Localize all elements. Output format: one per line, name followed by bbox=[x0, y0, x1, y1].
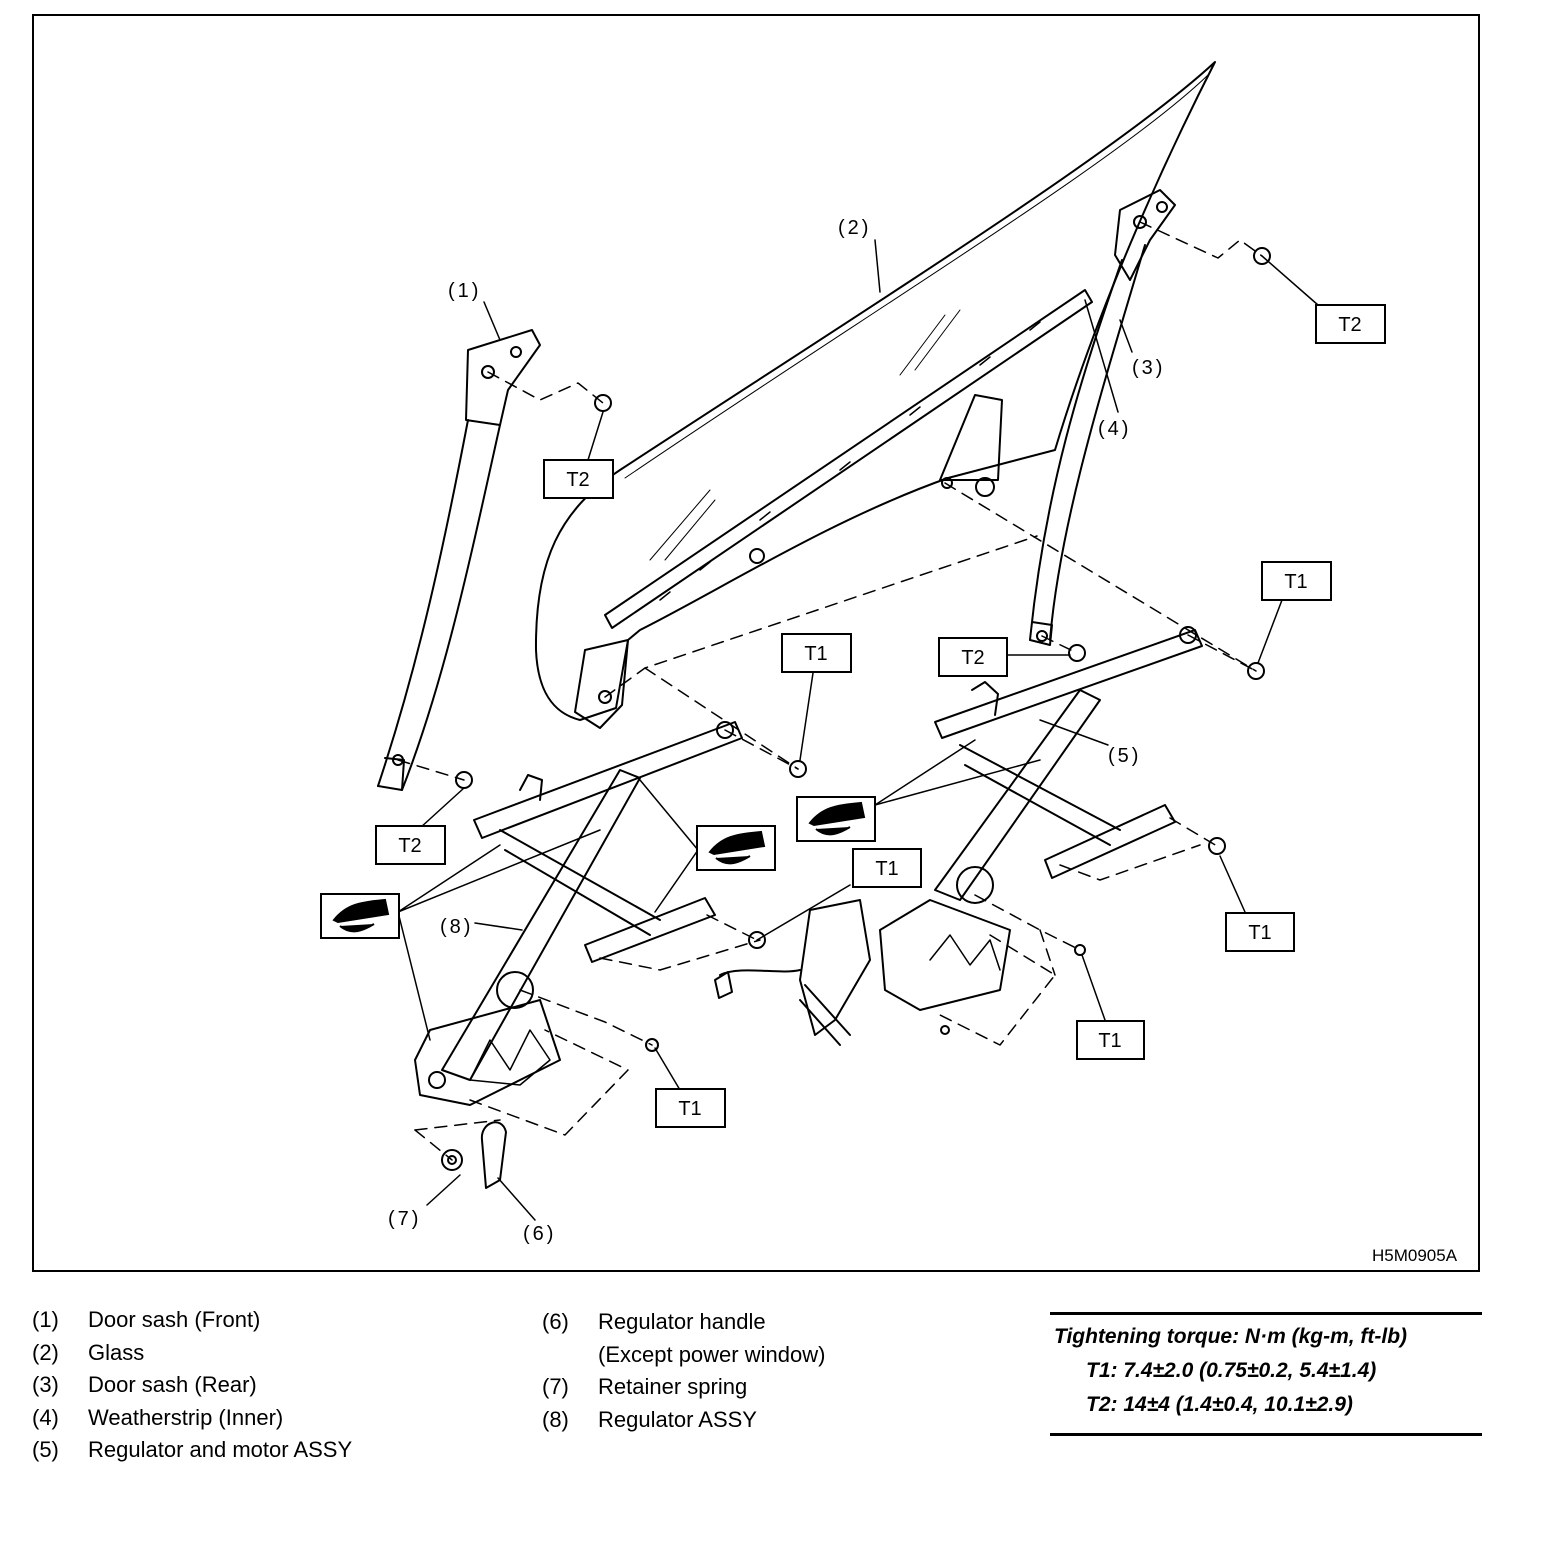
regulator-motor-assy bbox=[714, 626, 1203, 1046]
exploded-diagram: T2 T2 T2 T2 T1 T1 T1 T1 T1 T1 (1) (2) (3… bbox=[320, 61, 1386, 1245]
front-door-sash bbox=[377, 329, 541, 791]
legend-item: (5) Regulator and motor ASSY bbox=[32, 1434, 352, 1467]
diagram-code: H5M0905A bbox=[1372, 1246, 1458, 1265]
grease-icon bbox=[796, 796, 876, 842]
legend-num: (1) bbox=[32, 1307, 59, 1332]
regulator-assy-manual bbox=[414, 721, 743, 1106]
legend-text: Door sash (Front) bbox=[88, 1307, 261, 1332]
svg-text:T1: T1 bbox=[1248, 922, 1271, 944]
torque-box-t2: T2 bbox=[1315, 304, 1386, 344]
svg-text:T2: T2 bbox=[566, 469, 589, 491]
legend-text: Regulator ASSY bbox=[598, 1406, 757, 1432]
torque-box-t2: T2 bbox=[938, 637, 1008, 677]
legend-text-continued: (Except power window) bbox=[598, 1341, 826, 1367]
svg-text:T1: T1 bbox=[875, 858, 898, 880]
svg-text:T1: T1 bbox=[804, 643, 827, 665]
legend-item: (4) Weatherstrip (Inner) bbox=[32, 1402, 352, 1435]
legend-num: (8) bbox=[542, 1406, 569, 1432]
callout-5: (5) bbox=[1108, 745, 1141, 767]
legend-num: (2) bbox=[32, 1339, 59, 1365]
weatherstrip-inner bbox=[604, 289, 1093, 629]
fastener-nuts bbox=[455, 247, 1271, 949]
torque-box-t2: T2 bbox=[543, 459, 614, 499]
legend-text: Glass bbox=[88, 1339, 145, 1365]
legend-right: (6) Regulator handle (Except power window… bbox=[542, 1306, 825, 1436]
grease-icon bbox=[320, 893, 400, 939]
legend-item: (1) Door sash (Front) bbox=[32, 1304, 352, 1337]
legend-item: (2) Glass bbox=[32, 1337, 352, 1370]
legend-left: (1) Door sash (Front) (2) Glass (3) Door sa… bbox=[32, 1304, 352, 1467]
torque-box-t1: T1 bbox=[655, 1088, 726, 1128]
callout-7: (7) bbox=[388, 1208, 421, 1230]
regulator-handle bbox=[441, 1121, 507, 1189]
svg-text:T1: T1 bbox=[678, 1098, 701, 1120]
torque-box-t1: T1 bbox=[1076, 1020, 1145, 1060]
torque-spec: Tightening torque: N·m (kg-m, ft-lb) T1:… bbox=[1050, 1312, 1482, 1436]
legend-text: Door sash (Rear) bbox=[88, 1372, 257, 1397]
torque-t2: T2: 14±4 (1.4±0.4, 10.1±2.9) bbox=[1086, 1393, 1353, 1416]
svg-text:T1: T1 bbox=[1098, 1030, 1121, 1052]
legend-item: (8) Regulator ASSY bbox=[542, 1404, 825, 1437]
torque-box-t1: T1 bbox=[852, 848, 922, 888]
torque-box-t1: T1 bbox=[781, 633, 852, 673]
callout-4: (4) bbox=[1098, 418, 1131, 440]
door-glass bbox=[534, 61, 1216, 729]
legend-num: (4) bbox=[32, 1404, 59, 1430]
callout-3: (3) bbox=[1132, 357, 1165, 379]
legend-item: (3) Door sash (Rear) bbox=[32, 1369, 352, 1402]
leader-lines bbox=[397, 239, 1319, 1221]
legend-num: (5) bbox=[32, 1437, 59, 1462]
legend-text: Regulator handle bbox=[598, 1309, 766, 1334]
torque-box-t1: T1 bbox=[1225, 912, 1295, 952]
rear-door-sash bbox=[1029, 189, 1176, 646]
svg-text:T2: T2 bbox=[961, 647, 984, 669]
callout-8: (8) bbox=[440, 916, 473, 938]
svg-text:T1: T1 bbox=[1284, 571, 1307, 593]
legend-num: (7) bbox=[542, 1374, 569, 1399]
legend-text: Retainer spring bbox=[598, 1374, 748, 1399]
torque-title: Tightening torque: N·m (kg-m, ft-lb) bbox=[1054, 1325, 1408, 1348]
svg-text:T2: T2 bbox=[398, 835, 421, 857]
diagram-frame bbox=[32, 14, 1480, 1272]
legend-item: (6) Regulator handle bbox=[542, 1306, 825, 1339]
callout-6: (6) bbox=[523, 1223, 556, 1245]
legend-num: (6) bbox=[542, 1309, 569, 1334]
torque-box-t1: T1 bbox=[1261, 561, 1332, 601]
torque-box-t2: T2 bbox=[375, 825, 446, 865]
legend-text: Regulator and motor ASSY bbox=[88, 1437, 353, 1462]
svg-text:T2: T2 bbox=[1338, 314, 1361, 336]
legend-num: (3) bbox=[32, 1372, 59, 1397]
callout-1: (1) bbox=[448, 280, 481, 302]
assembly-lines bbox=[397, 221, 1263, 1161]
grease-icon bbox=[696, 825, 776, 871]
callout-2: (2) bbox=[838, 217, 871, 239]
torque-t1: T1: 7.4±2.0 (0.75±0.2, 5.4±1.4) bbox=[1086, 1359, 1377, 1382]
legend-text: Weatherstrip (Inner) bbox=[88, 1404, 284, 1430]
legend-item: (7) Retainer spring bbox=[542, 1371, 825, 1404]
